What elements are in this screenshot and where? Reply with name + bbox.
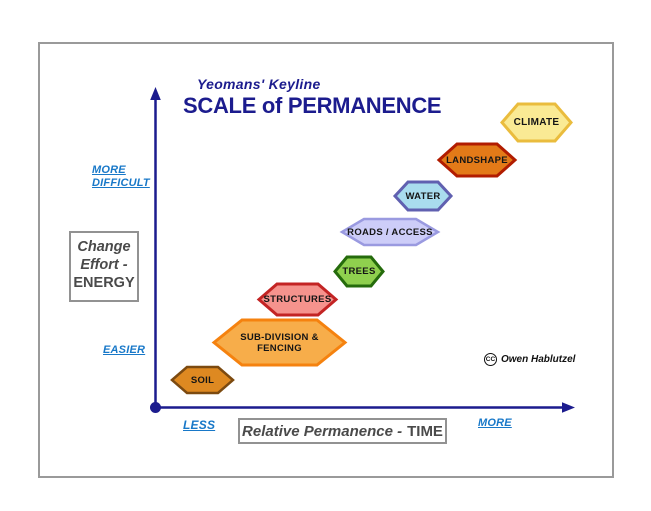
cc-icon-text: CC xyxy=(485,356,496,363)
time-box-italic: Relative Permanence - xyxy=(242,422,403,440)
attribution-name: Owen Hablutzel xyxy=(501,354,576,365)
hexagon-water: WATER xyxy=(392,180,454,212)
hexagon-landshape: LANDSHAPE xyxy=(436,142,518,178)
hexagon-soil-shape xyxy=(170,365,235,395)
hexagon-subdivision-fencing-label: SUB-DIVISION & FENCING xyxy=(240,331,319,354)
hexagon-subdivision-fencing-shape xyxy=(211,318,348,367)
hexagon-structures-label: STRUCTURES xyxy=(263,294,332,305)
x-axis-left-label: LESS xyxy=(183,418,216,432)
hexagon-climate: CLIMATE xyxy=(500,102,573,143)
hexagon-climate-label: CLIMATE xyxy=(513,117,560,128)
energy-box-line2: Effort - xyxy=(80,257,128,273)
hexagon-water-label: WATER xyxy=(405,190,441,202)
hexagon-trees: TREES xyxy=(333,255,385,288)
hexagon-structures: STRUCTURES xyxy=(256,282,339,317)
y-axis-bottom-label: EASIER xyxy=(103,344,146,356)
hexagon-roads-access: ROADS / ACCESS xyxy=(339,217,441,247)
energy-box-line1: Change xyxy=(77,239,131,255)
hexagon-water-shape xyxy=(392,180,454,212)
hexagon-subdivision-fencing: SUB-DIVISION & FENCING xyxy=(211,318,348,367)
hexagon-climate-shape xyxy=(500,102,573,143)
hexagon-roads-access-label: ROADS / ACCESS xyxy=(347,226,433,238)
time-box-plain: TIME xyxy=(407,422,443,440)
y-axis-top-label: MORE DIFFICULT xyxy=(92,164,150,189)
hexagon-soil: SOIL xyxy=(170,365,235,395)
hexagon-roads-access-shape xyxy=(339,217,441,247)
hexagon-landshape-shape xyxy=(436,142,518,178)
hexagon-landshape-label: LANDSHAPE xyxy=(446,154,508,166)
hexagon-soil-label: SOIL xyxy=(190,374,215,386)
hexagon-trees-label: TREES xyxy=(342,266,376,277)
hexagon-structures-shape xyxy=(256,282,339,317)
hexagon-trees-shape xyxy=(333,255,385,288)
change-effort-energy-box: Change Effort - ENERGY xyxy=(69,231,139,302)
diagram-subtitle: Yeomans' Keyline xyxy=(197,76,321,92)
page-title: SCALE of PERMANENCE xyxy=(183,93,442,118)
energy-box-line3: ENERGY xyxy=(73,275,135,291)
x-axis-right-label: MORE xyxy=(478,417,512,429)
relative-permanence-time-box: Relative Permanence - TIME xyxy=(238,418,447,444)
attribution: CC Owen Hablutzel xyxy=(484,353,575,366)
cc-icon: CC xyxy=(484,353,497,366)
